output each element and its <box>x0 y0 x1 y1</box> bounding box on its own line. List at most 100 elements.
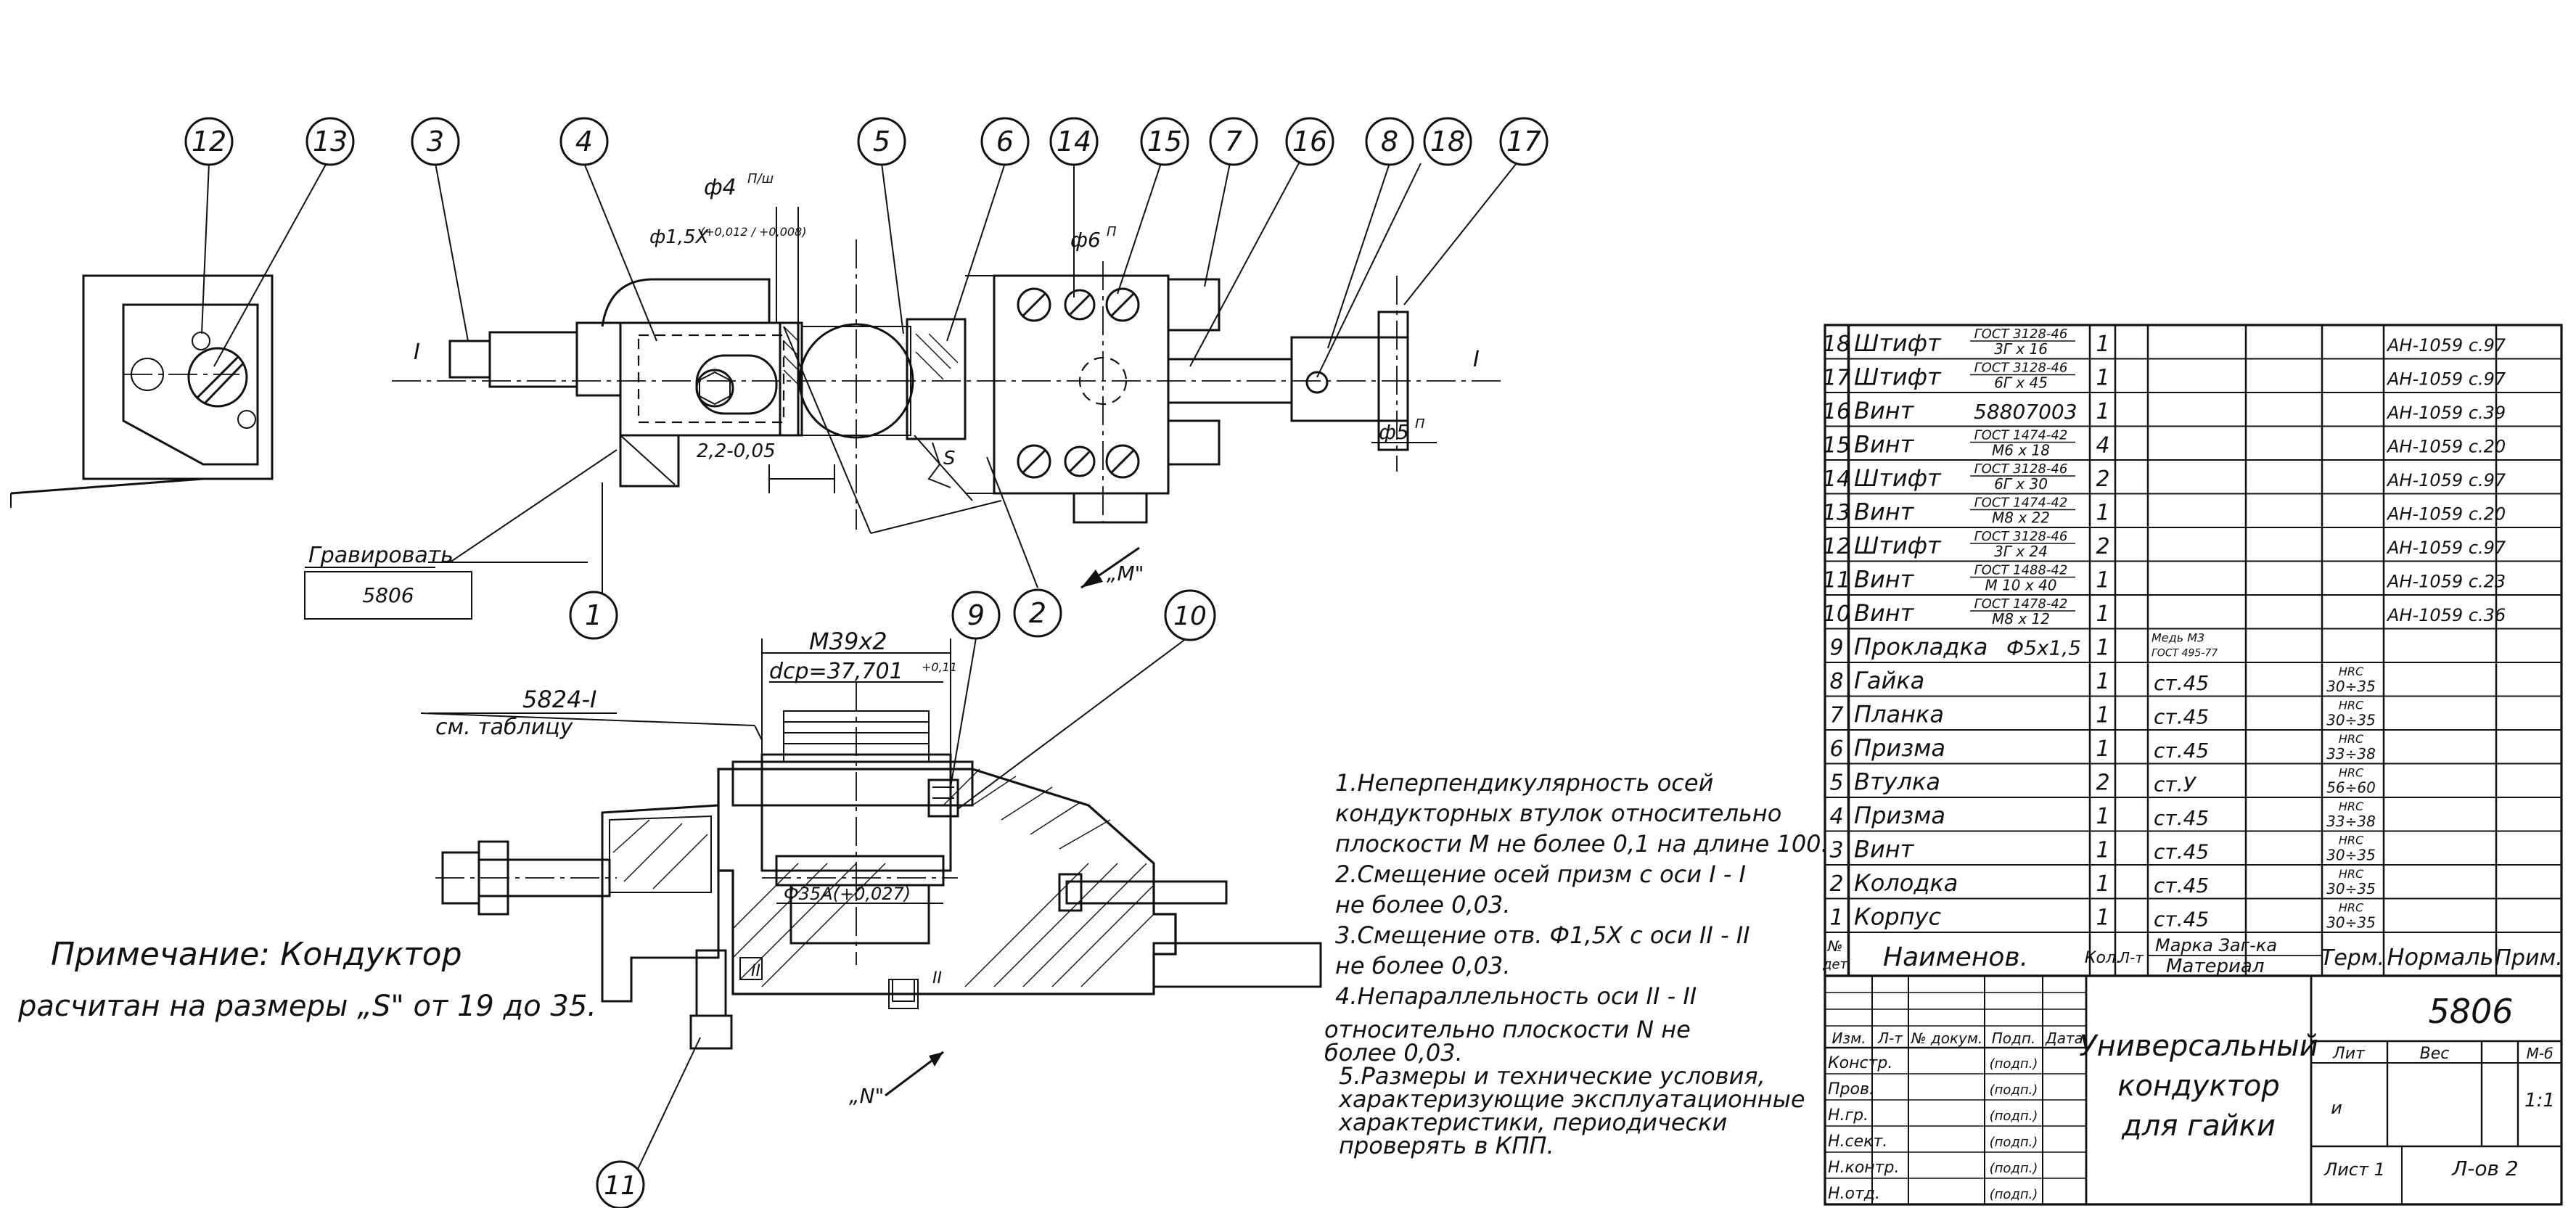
bom-pos: 17 <box>1823 366 1850 391</box>
bom-std: ГОСТ 1474-42 <box>1974 428 2068 443</box>
bom-qty: 1 <box>2096 669 2109 694</box>
callout-18: 18 <box>1423 117 1472 166</box>
bom-qty: 2 <box>2096 771 2109 796</box>
lit-value: и <box>2331 1098 2342 1118</box>
bom-qty: 1 <box>2096 871 2109 897</box>
bom-head-sheets: Л-т <box>2118 949 2144 966</box>
callout-2: 2 <box>1013 588 1062 638</box>
sheet-label: Лист 1 <box>2323 1159 2385 1180</box>
signature-placeholder: (подп.) <box>1990 1109 2038 1124</box>
bom-pos: 12 <box>1823 534 1850 559</box>
dim-d35: Ф35А(+0,027) <box>784 884 911 904</box>
bom-heat-treat: 30÷35 <box>2326 712 2376 729</box>
callout-4-label: 4 <box>575 126 593 157</box>
bom-normal: АН-1059 с.97 <box>2386 538 2506 558</box>
left-note-line-1: Примечание: Кондуктор <box>51 936 462 973</box>
req-line: проверять в КПП. <box>1339 1132 1554 1159</box>
bom-material-std: ГОСТ 495-77 <box>2152 648 2218 660</box>
callout-17: 17 <box>1499 117 1549 166</box>
callout-13: 13 <box>305 117 355 166</box>
callout-5: 5 <box>857 117 906 166</box>
req-line: относительно плоскости N не <box>1324 1016 1691 1043</box>
callout-6-label: 6 <box>996 126 1014 157</box>
bom-normal: АН-1059 с.39 <box>2386 403 2506 423</box>
engrave-label: Гравировать <box>308 543 454 568</box>
rev-head-1: Л-т <box>1877 1030 1903 1047</box>
bom-spec: 3Г x 16 <box>1994 340 2048 358</box>
callout-4: 4 <box>559 117 609 166</box>
bom-qty: 1 <box>2096 804 2109 829</box>
bom-pos: 5 <box>1829 771 1843 796</box>
dim-dcp-tol: +0,11 <box>922 660 957 674</box>
bom-heat-treat-label: HRC <box>2339 867 2364 881</box>
bom-name: Штифт <box>1854 363 1942 391</box>
bom-qty: 2 <box>2096 467 2109 492</box>
bom-pos: 8 <box>1829 669 1843 694</box>
signature-placeholder: (подп.) <box>1990 1187 2038 1202</box>
callout-3: 3 <box>411 117 460 166</box>
callout-8-label: 8 <box>1381 126 1398 157</box>
gauge-note: см. таблицу <box>435 715 574 740</box>
bom-pos: 7 <box>1829 703 1843 728</box>
engrave-value: 5806 <box>362 583 414 607</box>
lit-label: Лит <box>2332 1045 2366 1063</box>
scale-value: 1:1 <box>2524 1090 2555 1112</box>
bom-pos: 3 <box>1829 838 1843 863</box>
plane-m: „M" <box>1107 562 1144 585</box>
bom-std: Ф5x1,5 <box>2006 636 2081 660</box>
bom-material: Медь М3 <box>2152 631 2204 645</box>
dim-s: S <box>943 448 956 469</box>
bom-qty: 1 <box>2096 905 2109 931</box>
bom-name: Штифт <box>1854 464 1942 492</box>
bom-qty: 1 <box>2096 736 2109 762</box>
bom-spec: М8 x 22 <box>1992 509 2050 527</box>
bom-head-material-1: Марка Заг-ка <box>2155 935 2277 956</box>
axis-1-right: I <box>1473 347 1480 372</box>
bom-material: ст.45 <box>2154 840 2209 864</box>
dim-d5-fit: П <box>1415 416 1425 432</box>
bom-qty: 1 <box>2096 838 2109 863</box>
callout-11: 11 <box>596 1160 645 1208</box>
bom-qty: 1 <box>2096 568 2109 593</box>
bom-qty: 1 <box>2096 703 2109 728</box>
bom-qty: 1 <box>2096 399 2109 424</box>
bom-pos: 13 <box>1823 501 1850 526</box>
req-line: характеризующие эксплуатационные <box>1338 1085 1805 1113</box>
callout-5-label: 5 <box>873 126 890 157</box>
bom-head-pos-2: дет <box>1822 957 1848 972</box>
bom-head-qty: Кол. <box>2085 949 2121 967</box>
engrave-box: Гравировать 5806 <box>304 543 472 620</box>
bom-name: Гайка <box>1854 667 1924 694</box>
bom-head-name: Наименов. <box>1883 942 2028 972</box>
rev-head-3: Подп. <box>1992 1030 2036 1047</box>
req-line: кондукторных втулок относительно <box>1335 800 1781 827</box>
scale-label: М-б <box>2527 1045 2554 1062</box>
bom-heat-treat-label: HRC <box>2339 800 2364 813</box>
callout-1-label: 1 <box>585 599 602 631</box>
callout-16: 16 <box>1285 117 1334 166</box>
bom-name: Втулка <box>1854 768 1940 796</box>
dim-dcp: dср=37,701 <box>769 659 903 684</box>
bom-name: Винт <box>1854 431 1915 459</box>
role-2: Н.гр. <box>1828 1106 1869 1125</box>
req-line: не более 0,03. <box>1335 952 1511 979</box>
role-3: Н.сект. <box>1828 1133 1887 1151</box>
dim-d15-tol: (+0,012 / +0,008) <box>700 225 806 239</box>
role-5: Н.отд. <box>1828 1185 1880 1203</box>
left-note-line-2: расчитан на размеры „S" от 19 до 35. <box>17 990 596 1023</box>
plan-view <box>392 207 1502 589</box>
bom-qty: 2 <box>2096 534 2109 559</box>
bom-spec: М8 x 12 <box>1992 610 2050 628</box>
bom-head-pos: № <box>1827 937 1843 955</box>
rev-head-0: Изм. <box>1831 1030 1866 1047</box>
callout-6: 6 <box>980 117 1030 166</box>
section-view <box>420 638 1322 1097</box>
bom-head-note: Прим. <box>2495 945 2562 971</box>
callout-16-label: 16 <box>1292 126 1327 157</box>
bom-qty: 1 <box>2096 332 2109 357</box>
